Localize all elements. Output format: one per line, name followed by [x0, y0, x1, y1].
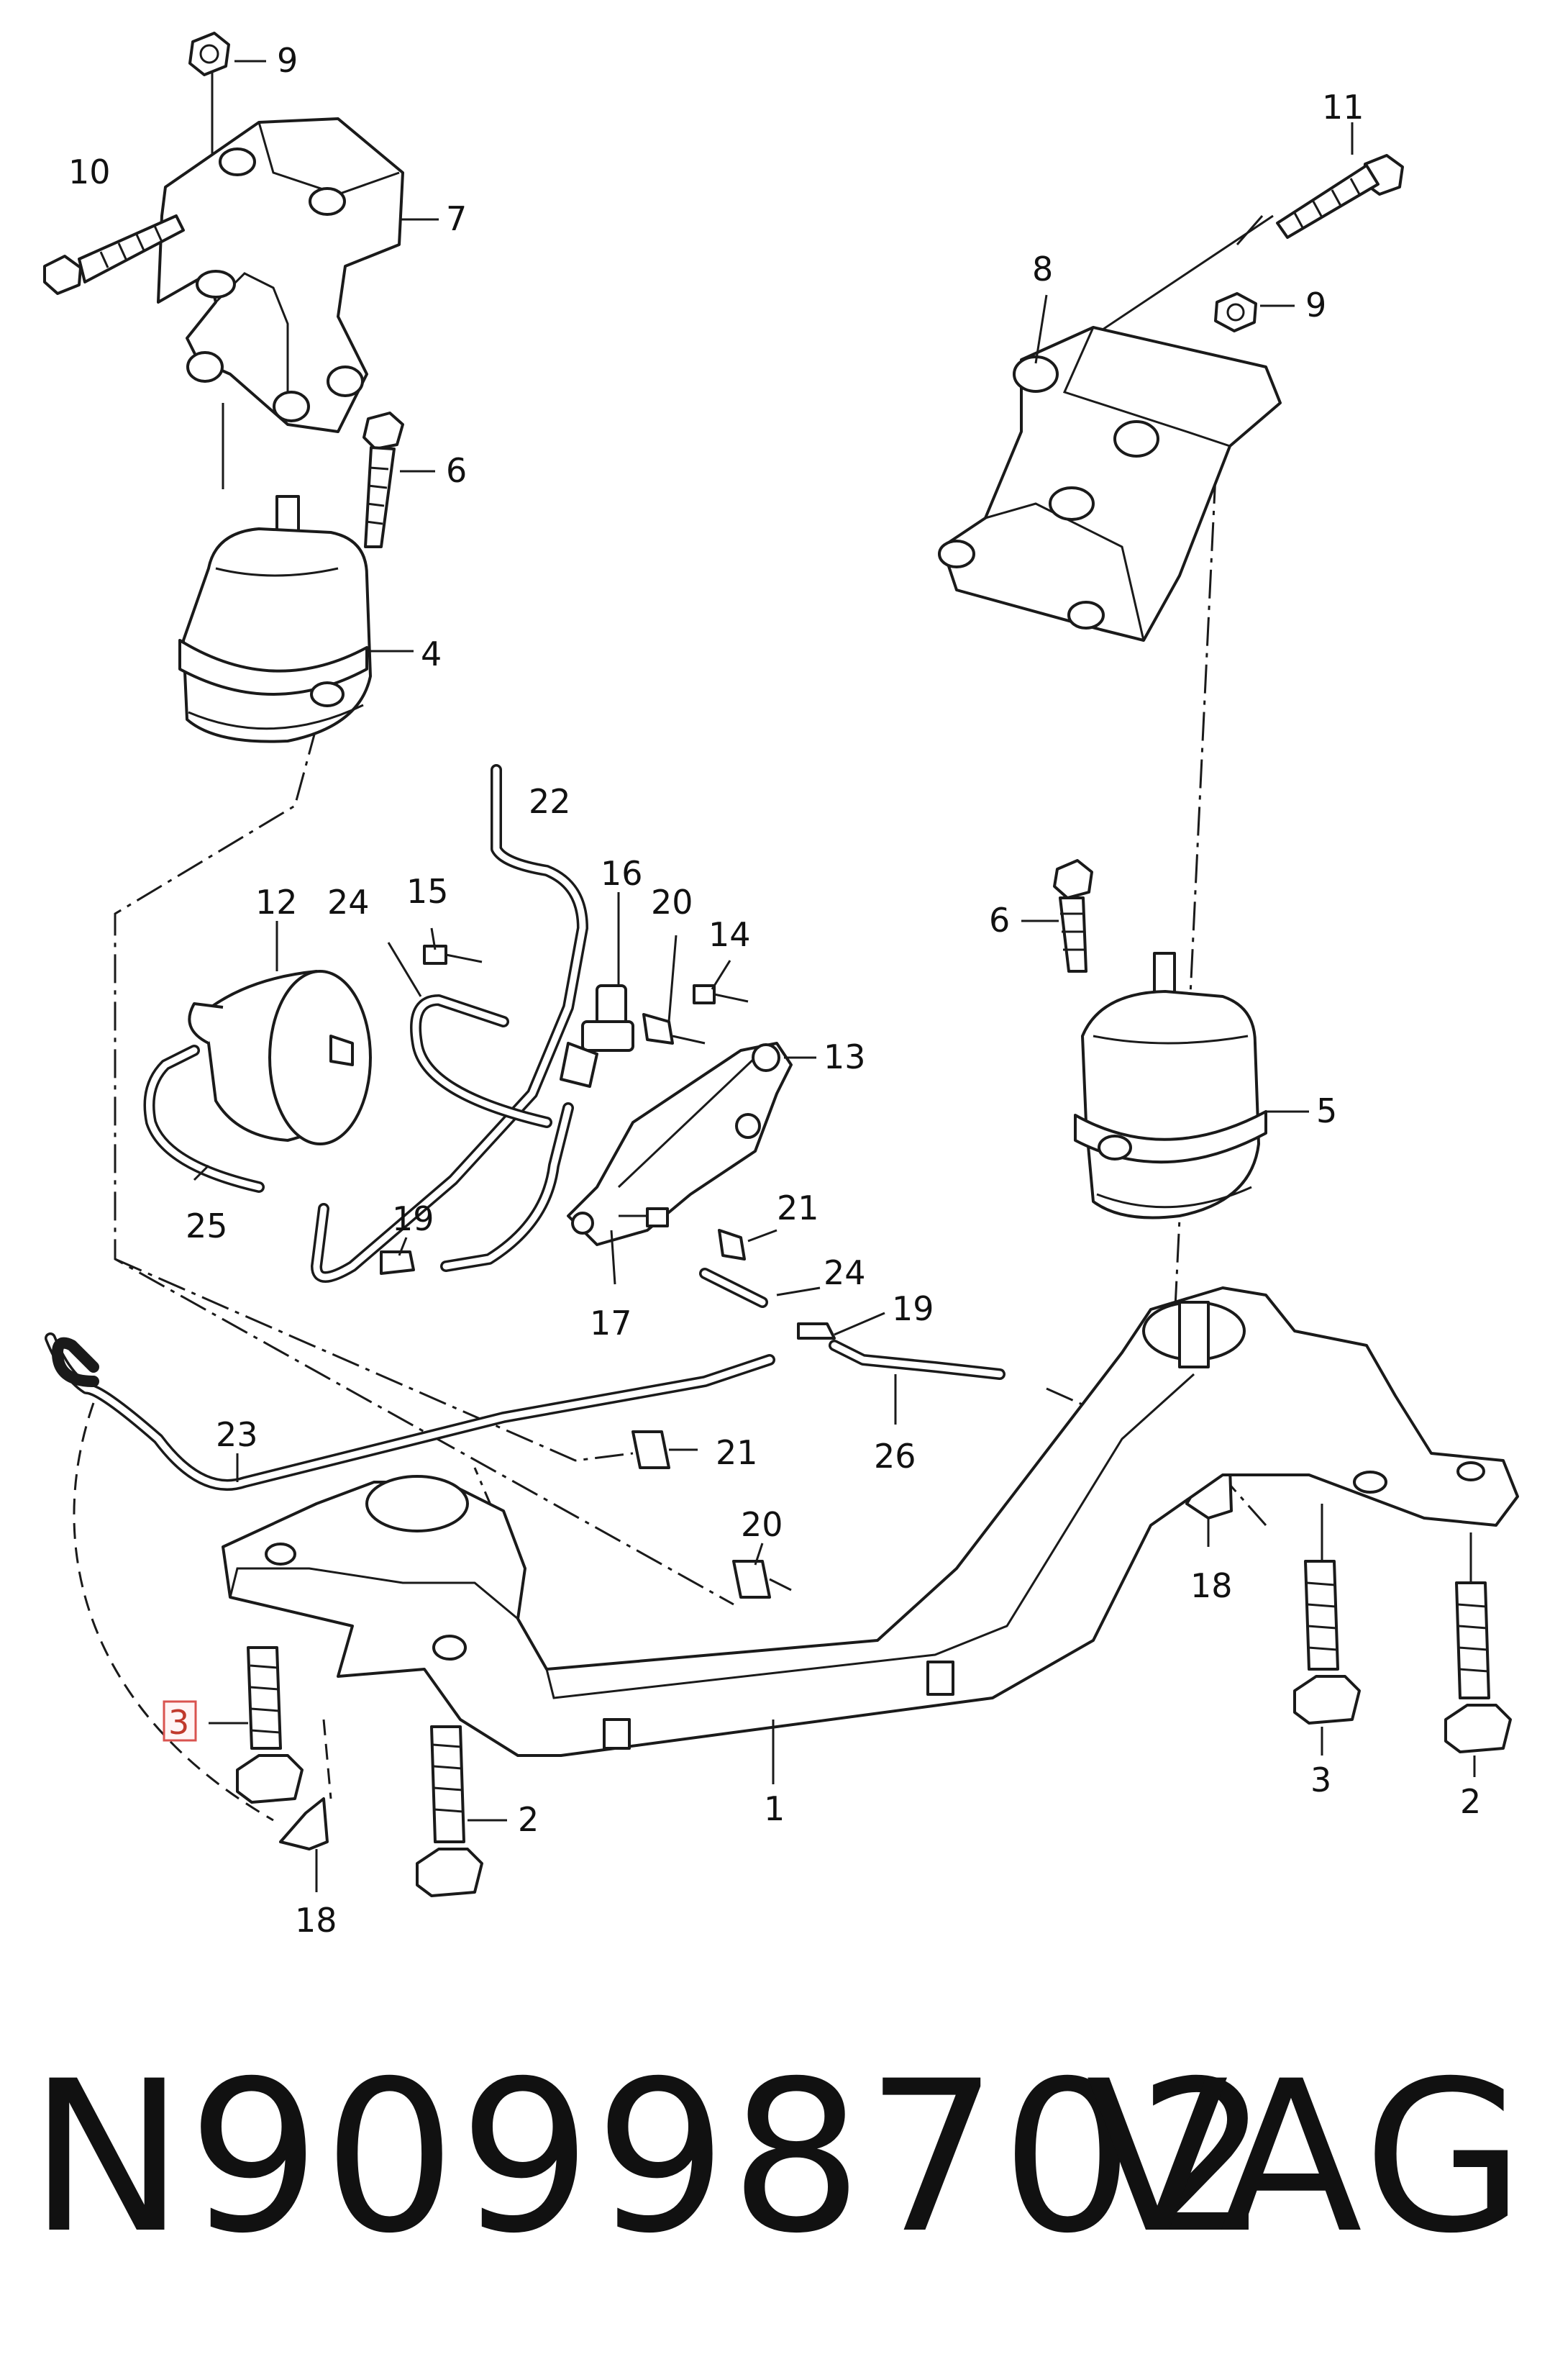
callout-16: 16	[601, 854, 643, 893]
callout-2: 2	[1460, 1782, 1481, 1821]
bolt-17	[619, 1207, 669, 1227]
callout-8: 8	[1032, 250, 1053, 289]
callout-26: 26	[874, 1437, 916, 1476]
clip-20-upper	[642, 1013, 706, 1045]
callout-1: 1	[764, 1789, 785, 1828]
solenoid-valve-16	[560, 892, 634, 1088]
engine-mount-4	[178, 495, 414, 743]
engine-bracket-left	[157, 117, 404, 433]
callout-19: 19	[892, 1289, 934, 1328]
small-fasteners	[279, 945, 1233, 1850]
callout-20: 20	[741, 1505, 783, 1544]
part-number: N90998702	[29, 2037, 1272, 2279]
exploded-parts-diagram: 9 10 7 6 4 11 8 9 22 16 12 24 15 20 14 1…	[43, 32, 1519, 1940]
bolt-10	[43, 214, 185, 295]
bolt-11	[1276, 122, 1404, 239]
callout-15: 15	[406, 872, 449, 911]
bolt-3-right	[1293, 1504, 1361, 1756]
callout-3: 3	[1310, 1761, 1331, 1799]
callout-leaders	[193, 218, 1210, 1892]
bolt-2-right	[1444, 1532, 1512, 1777]
callout-13: 13	[824, 1037, 866, 1076]
bolt-2-left	[416, 1725, 507, 1897]
vacuum-actuator-12	[188, 921, 372, 1145]
callout-24: 24	[824, 1253, 866, 1292]
callout-21: 21	[716, 1433, 758, 1472]
fitting-18-left	[279, 1797, 329, 1850]
callout-10: 10	[68, 153, 111, 191]
callout-20: 20	[651, 883, 693, 922]
callout-23: 23	[216, 1415, 258, 1454]
callout-6: 6	[989, 901, 1010, 940]
callout-18: 18	[295, 1901, 337, 1940]
bolt-15	[423, 945, 483, 965]
engine-bracket-right	[938, 326, 1282, 642]
clip-21-upper	[718, 1229, 746, 1261]
connector-19-lower	[797, 1322, 836, 1340]
clip-20-lower	[732, 1560, 792, 1599]
callout-17: 17	[590, 1304, 632, 1343]
callout-21: 21	[777, 1189, 819, 1227]
bolt-6-lower	[1021, 859, 1093, 973]
callout-5: 5	[1316, 1091, 1337, 1130]
callout-7: 7	[446, 199, 467, 238]
callout-3-highlight	[163, 1700, 197, 1742]
flange-nut-left	[188, 32, 266, 76]
vacuum-hoses	[45, 764, 1005, 1491]
footer: N90998702 VAG	[0, 2029, 1555, 2288]
callout-6: 6	[446, 451, 467, 490]
callout-4: 4	[421, 635, 442, 673]
callout-25: 25	[186, 1207, 228, 1245]
callout-9: 9	[277, 41, 298, 80]
subframe-1	[222, 1286, 1519, 1784]
clip-21-lower	[631, 1430, 698, 1469]
brand-name: VAG	[1086, 2037, 1529, 2279]
callout-2: 2	[518, 1800, 539, 1839]
callout-14: 14	[708, 915, 751, 954]
flange-nut-right	[1214, 292, 1295, 332]
connector-19-upper	[380, 1250, 415, 1275]
callout-labels: 9 10 7 6 4 11 8 9 22 16 12 24 15 20 14 1…	[68, 41, 1481, 1940]
callout-18: 18	[1190, 1566, 1233, 1605]
callout-9: 9	[1305, 286, 1326, 324]
callout-12: 12	[255, 883, 298, 922]
engine-mount-5	[1074, 952, 1309, 1219]
callout-3-highlighted: 3	[168, 1703, 189, 1742]
bolt-14	[693, 984, 749, 1004]
callout-19: 19	[392, 1199, 434, 1238]
callout-22: 22	[529, 782, 571, 821]
bolt-6-upper	[362, 412, 435, 548]
callout-24: 24	[327, 883, 370, 922]
callout-11: 11	[1322, 88, 1364, 127]
bolt-3-left	[209, 1646, 304, 1804]
